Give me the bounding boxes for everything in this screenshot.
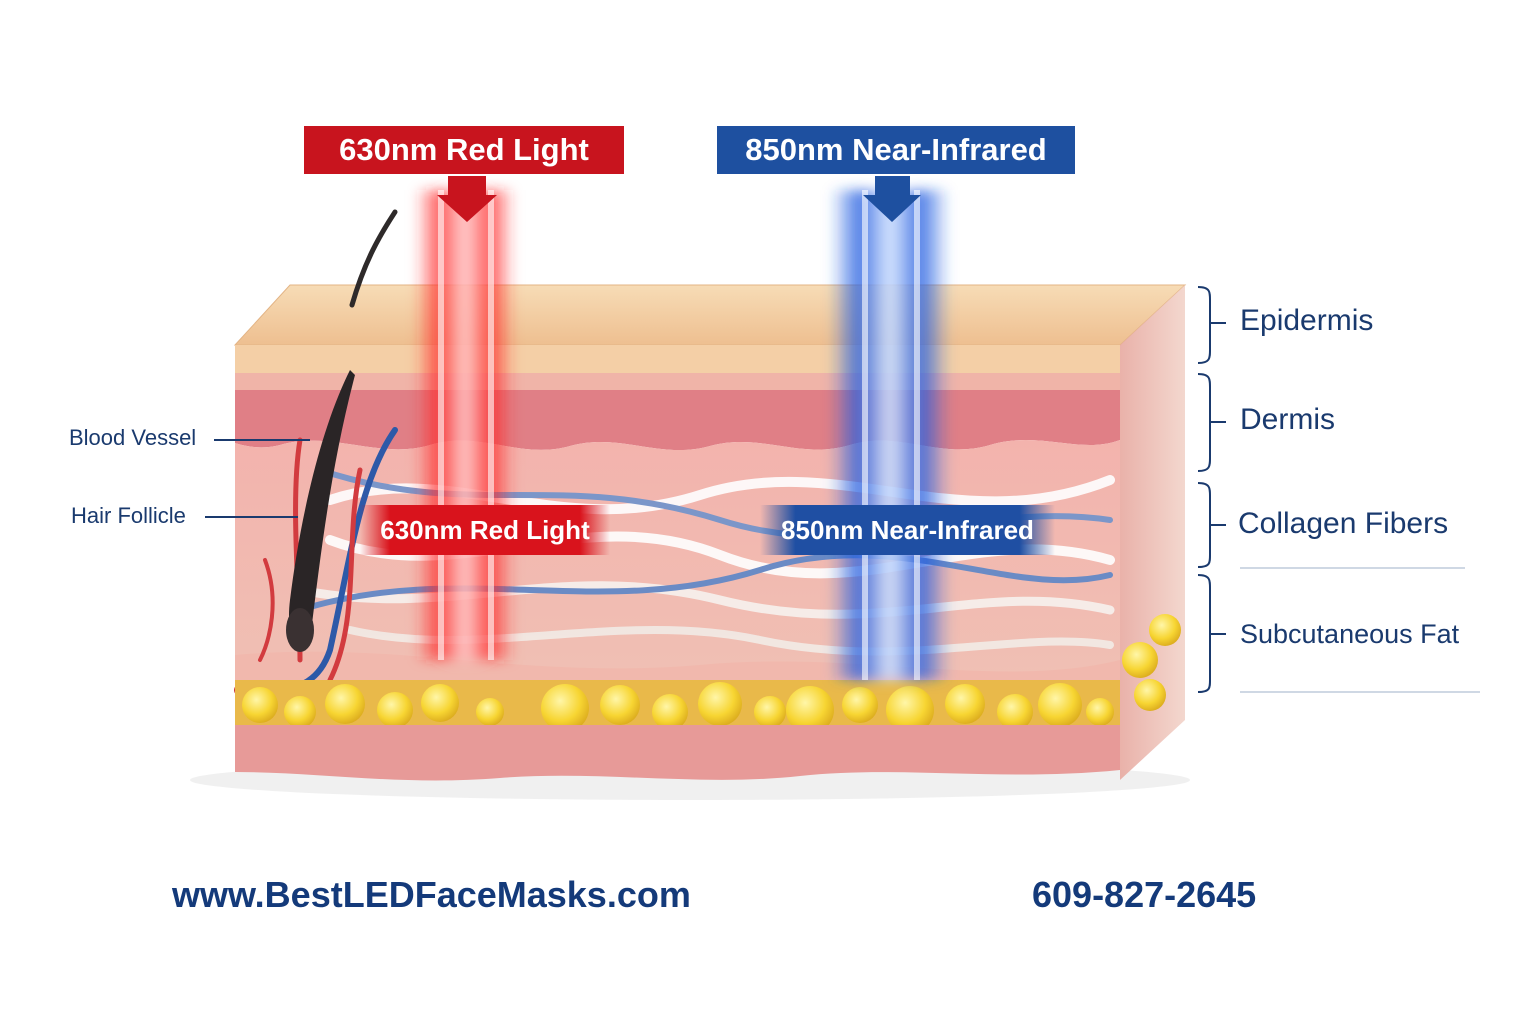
hair-follicle-label: Hair Follicle [71, 503, 186, 528]
epidermis-label: Epidermis [1240, 304, 1374, 337]
hair-icon [286, 209, 398, 652]
down-arrow-icon [437, 176, 497, 222]
phone-number[interactable]: 609-827-2645 [1032, 874, 1257, 915]
left-leader-lines [205, 439, 310, 518]
red-light-inline-tag: 630nm Red Light [360, 505, 610, 555]
layer-brackets [1197, 286, 1226, 693]
subcutaneous-fat-label: Subcutaneous Fat [1240, 619, 1460, 649]
infrared-beam [830, 190, 950, 680]
epidermis-top-surface [233, 284, 1187, 346]
layer-divider-lines [1240, 567, 1480, 693]
infrared-top-tag: 850nm Near-Infrared [717, 126, 1075, 174]
blood-vessel-label: Blood Vessel [69, 425, 197, 450]
dermis-label: Dermis [1240, 403, 1335, 436]
epidermis-front [235, 345, 1120, 373]
bottom-tissue [235, 725, 1120, 781]
collagen-fibers-label: Collagen Fibers [1238, 507, 1449, 540]
website-link[interactable]: www.BestLEDFaceMasks.com [172, 874, 691, 915]
red-light-beam [415, 190, 515, 660]
fat-cells [242, 614, 1181, 734]
red-light-top-tag: 630nm Red Light [304, 126, 624, 174]
infrared-inline-tag: 850nm Near-Infrared [760, 505, 1055, 555]
down-arrow-icon [863, 176, 921, 222]
